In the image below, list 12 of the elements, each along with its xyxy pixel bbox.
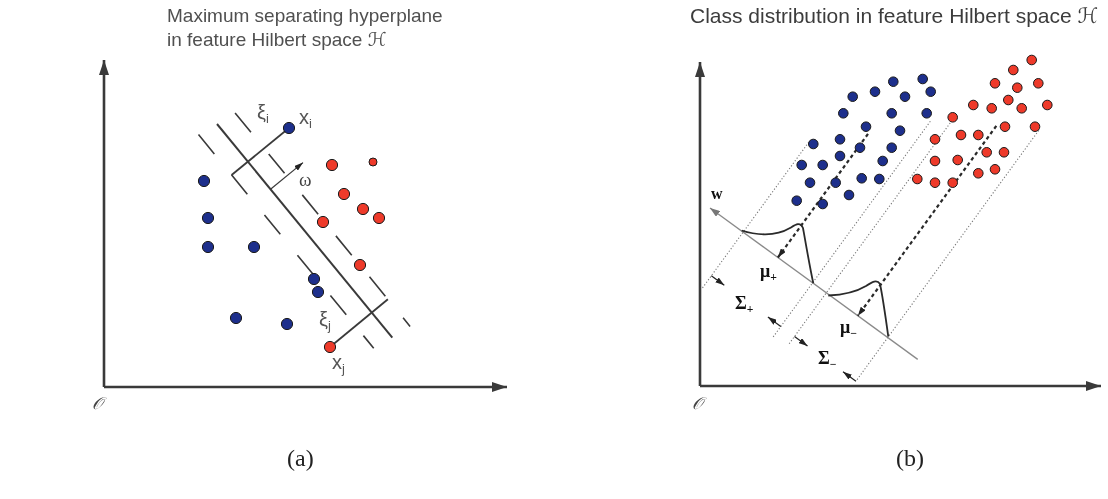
- symbol-label: μ$_{−}$: [840, 318, 857, 336]
- panel-caption: (a): [287, 446, 314, 470]
- panel-caption: (b): [896, 446, 924, 470]
- symbol-label: ξ$_{i}$: [257, 102, 269, 122]
- panel-title: Class distribution in feature Hilbert space ℋ: [690, 5, 1099, 26]
- symbol-label: Σ$_{−}$: [818, 349, 837, 367]
- panel-title: Maximum separating hyperplane in feature Hilbert space ℋ: [167, 4, 444, 52]
- symbol-label: Σ$_{+}$: [735, 294, 754, 312]
- symbol-label: μ$_{+}$: [760, 262, 777, 280]
- symbol-label: w: [711, 186, 723, 202]
- symbol-label: ω: [299, 170, 312, 189]
- symbol-label: x$_{i}$: [299, 107, 312, 127]
